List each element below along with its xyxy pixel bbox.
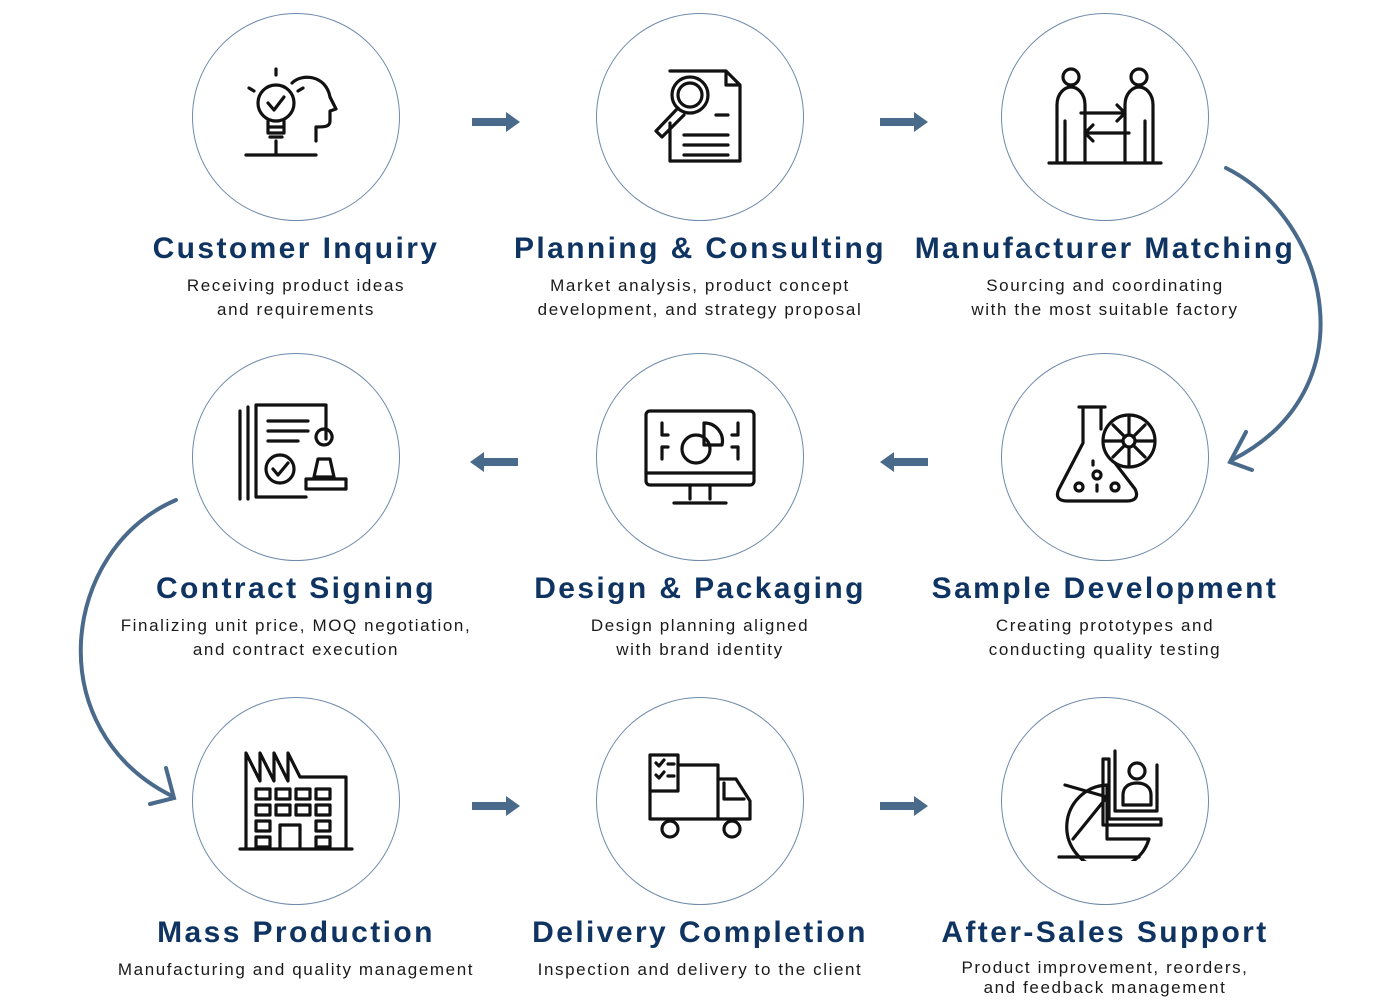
pie-chart-user-icon [1057, 749, 1163, 861]
step-description-line: Inspection and delivery to the client [537, 960, 863, 979]
step-title: Delivery Completion [532, 916, 868, 949]
step-title: After-Sales Support [941, 916, 1269, 949]
step-description-line: with brand identity [616, 640, 784, 659]
step-circle [192, 697, 400, 905]
lightbulb-head-icon [244, 67, 338, 157]
step-circle [596, 353, 804, 561]
step-circle [596, 13, 804, 221]
step-description-line: and requirements [217, 300, 375, 319]
step-title: Sample Development [931, 572, 1279, 605]
step-description: Finalizing unit price, MOQ negotiation, a… [86, 614, 506, 662]
monitor-design-icon [644, 409, 756, 505]
step-description-line: conducting quality testing [988, 640, 1222, 659]
step-description-line: development, and strategy proposal [537, 300, 863, 319]
step-title: Mass Production [157, 916, 435, 949]
delivery-truck-icon [648, 753, 752, 839]
step-description: Product improvement, reorders,and feedba… [895, 958, 1315, 998]
factory-icon [238, 751, 354, 851]
step-description-line: Product improvement, reorders, [961, 958, 1249, 977]
people-exchange-icon [1047, 67, 1163, 165]
step-description: Sourcing and coordinating with the most s… [895, 274, 1315, 322]
step-description-line: Sourcing and coordinating [986, 276, 1224, 295]
step-circle [1001, 697, 1209, 905]
curved-arrow-head [1227, 430, 1254, 472]
step-description-line: Creating prototypes and [995, 616, 1215, 635]
step-title: Customer Inquiry [152, 232, 440, 265]
arrow-left-icon [880, 452, 928, 472]
step-description: Inspection and delivery to the client [490, 958, 910, 982]
step-circle [1001, 353, 1209, 561]
step-title: Design & Packaging [534, 572, 866, 605]
arrow-right-icon [880, 796, 928, 816]
arrow-left-icon [470, 452, 518, 472]
step-description-line: Finalizing unit price, MOQ negotiation, [120, 616, 472, 635]
step-title: Contract Signing [155, 572, 437, 605]
arrow-right-icon [880, 112, 928, 132]
step-description-line: and feedback management [983, 978, 1227, 997]
flask-icon [1055, 405, 1157, 503]
contract-stamp-icon [238, 403, 348, 501]
step-circle [192, 13, 400, 221]
step-description-line: Manufacturing and quality management [117, 960, 475, 979]
step-circle [1001, 13, 1209, 221]
curved-arrow-right [1224, 166, 1323, 462]
step-description: Manufacturing and quality management [86, 958, 506, 982]
step-description-line: and contract execution [192, 640, 400, 659]
arrow-right-icon [472, 796, 520, 816]
arrow-right-icon [472, 112, 520, 132]
step-description-line: Design planning aligned [590, 616, 810, 635]
curved-arrow-left [78, 498, 178, 798]
step-description-line: Market analysis, product concept [550, 276, 850, 295]
step-description: Design planning aligned with brand identi… [490, 614, 910, 662]
step-description-line: with the most suitable factory [971, 300, 1239, 319]
step-description: Market analysis, product concept developm… [490, 274, 910, 322]
step-title: Manufacturer Matching [914, 232, 1296, 265]
step-description: Creating prototypes and conducting qualit… [895, 614, 1315, 662]
step-circle [192, 353, 400, 561]
curved-arrow-head [148, 766, 177, 806]
document-magnifier-icon [654, 69, 742, 163]
step-description: Receiving product ideas and requirements [86, 274, 506, 322]
step-description-line: Receiving product ideas [186, 276, 406, 295]
step-title: Planning & Consulting [513, 232, 887, 265]
step-circle [596, 697, 804, 905]
